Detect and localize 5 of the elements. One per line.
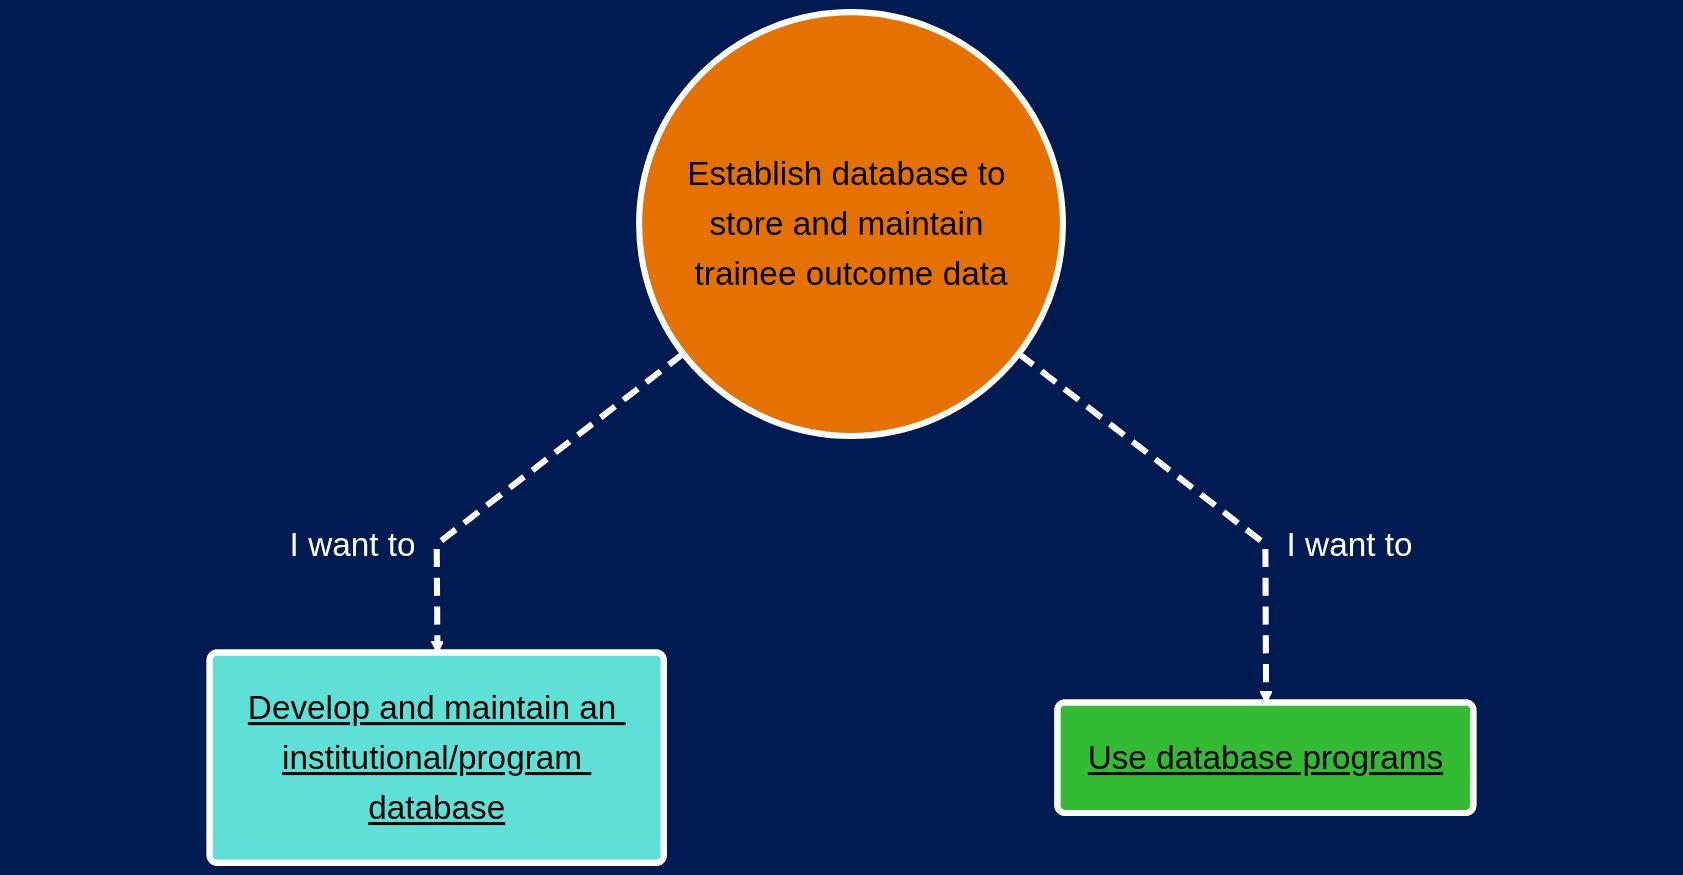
rounded-process-box: Develop and maintain an institutional/program database [206,649,667,866]
rounded-process-box: Use database programs [1054,699,1477,816]
circle-node: Establish database to store and maintain trainee outcome data [636,9,1066,439]
edge-label: I want to [1286,525,1413,564]
edge-label: I want to [289,525,416,564]
